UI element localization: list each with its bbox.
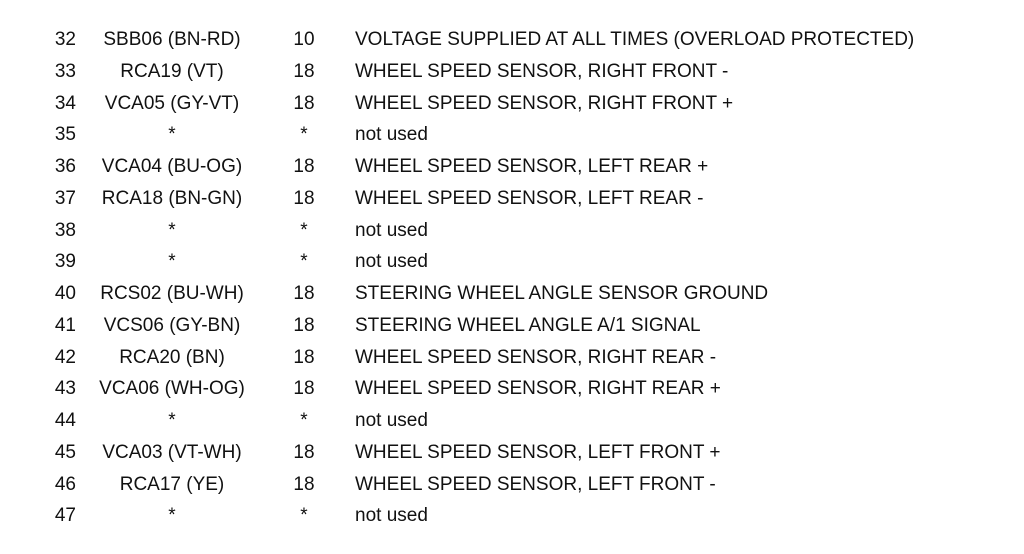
wire-gauge-cell: 18: [293, 60, 315, 82]
table-row: 35 * * not used: [0, 119, 1024, 151]
pin-number-cell: 37: [54, 187, 76, 209]
circuit-cell: SBB06 (BN-RD): [103, 29, 241, 50]
wire-gauge-cell: *: [300, 124, 308, 146]
circuit-cell: *: [168, 251, 176, 273]
connector-pinout-table: 32 SBB06 (BN-RD) 10 VOLTAGE SUPPLIED AT ALL…: [0, 24, 1024, 532]
pin-number-cell: 40: [54, 283, 76, 304]
table-row: 43 VCA06 (WH-OG) 18 WHEEL SPEED SENSOR, RIG…: [0, 373, 1024, 405]
wire-gauge-cell: 18: [293, 187, 315, 209]
wire-gauge-cell: *: [300, 410, 308, 431]
circuit-cell: VCA03 (VT-WH): [102, 441, 242, 463]
function-cell: VOLTAGE SUPPLIED AT ALL TIMES (OVERLOAD …: [355, 29, 915, 50]
circuit-cell: RCA18 (BN-GN): [101, 187, 243, 209]
circuit-cell: *: [168, 219, 176, 241]
pin-number-cell: 43: [54, 378, 76, 400]
pin-number-cell: 38: [54, 219, 76, 241]
table-row: 46 RCA17 (YE) 18 WHEEL SPEED SENSOR, LEFT F…: [0, 469, 1024, 501]
wire-gauge-cell: 18: [293, 283, 315, 304]
table-row: 34 VCA05 (GY-VT) 18 WHEEL SPEED SENSOR, RIG…: [0, 88, 1024, 120]
function-cell: STEERING WHEEL ANGLE A/1 SIGNAL: [355, 314, 701, 336]
function-cell: not used: [355, 505, 428, 527]
function-cell: WHEEL SPEED SENSOR, RIGHT REAR +: [355, 378, 721, 400]
function-cell: not used: [355, 410, 428, 431]
wire-gauge-cell: 18: [293, 92, 315, 114]
circuit-cell: RCA19 (VT): [120, 60, 224, 82]
function-cell: WHEEL SPEED SENSOR, RIGHT FRONT -: [355, 60, 729, 82]
circuit-cell: VCA04 (BU-OG): [101, 156, 243, 177]
pin-number-cell: 45: [54, 441, 76, 463]
function-cell: WHEEL SPEED SENSOR, RIGHT FRONT +: [355, 92, 734, 114]
circuit-cell: VCA05 (GY-VT): [104, 92, 240, 114]
pin-number-cell: 32: [54, 29, 76, 50]
wire-gauge-cell: 18: [293, 346, 315, 368]
pin-number-cell: 35: [54, 124, 76, 146]
pin-number-cell: 42: [54, 346, 76, 368]
function-cell: not used: [355, 251, 428, 273]
function-cell: WHEEL SPEED SENSOR, LEFT FRONT +: [355, 441, 721, 463]
wire-gauge-cell: 18: [293, 156, 315, 177]
circuit-cell: *: [168, 505, 176, 527]
table-row: 37 RCA18 (BN-GN) 18 WHEEL SPEED SENSOR, LEF…: [0, 183, 1024, 215]
table-row: 44 * * not used: [0, 405, 1024, 437]
function-cell: STEERING WHEEL ANGLE SENSOR GROUND: [355, 283, 769, 304]
table-row: 36 VCA04 (BU-OG) 18 WHEEL SPEED SENSOR, LEF…: [0, 151, 1024, 183]
table-row: 41 VCS06 (GY-BN) 18 STEERING WHEEL ANGLE A/…: [0, 310, 1024, 342]
function-cell: WHEEL SPEED SENSOR, LEFT FRONT -: [355, 473, 716, 495]
pin-number-cell: 34: [54, 92, 76, 114]
table-row: 47 * * not used: [0, 500, 1024, 532]
table-row: 38 * * not used: [0, 215, 1024, 247]
circuit-cell: *: [168, 124, 176, 146]
circuit-cell: VCS06 (GY-BN): [103, 314, 241, 336]
wire-gauge-cell: *: [300, 505, 308, 527]
function-cell: not used: [355, 124, 428, 146]
circuit-cell: *: [168, 410, 176, 431]
pin-number-cell: 41: [54, 314, 76, 336]
pin-number-cell: 46: [54, 473, 76, 495]
function-cell: WHEEL SPEED SENSOR, LEFT REAR +: [355, 156, 709, 177]
wire-gauge-cell: *: [300, 251, 308, 273]
circuit-cell: RCA17 (YE): [119, 473, 225, 495]
wire-gauge-cell: 18: [293, 378, 315, 400]
wire-gauge-cell: *: [300, 219, 308, 241]
circuit-cell: RCS02 (BU-WH): [100, 283, 244, 304]
function-cell: WHEEL SPEED SENSOR, RIGHT REAR -: [355, 346, 717, 368]
wire-gauge-cell: 18: [293, 473, 315, 495]
table-row: 33 RCA19 (VT) 18 WHEEL SPEED SENSOR, RIGHT …: [0, 56, 1024, 88]
table-row: 32 SBB06 (BN-RD) 10 VOLTAGE SUPPLIED AT ALL…: [0, 24, 1024, 56]
wire-gauge-cell: 18: [293, 441, 315, 463]
wire-gauge-cell: 10: [293, 29, 315, 50]
wire-gauge-cell: 18: [293, 314, 315, 336]
function-cell: WHEEL SPEED SENSOR, LEFT REAR -: [355, 187, 704, 209]
function-cell: not used: [355, 219, 428, 241]
pin-number-cell: 44: [54, 410, 76, 431]
pin-number-cell: 36: [54, 156, 76, 177]
circuit-cell: RCA20 (BN): [119, 346, 225, 368]
table-row: 39 * * not used: [0, 246, 1024, 278]
table-row: 42 RCA20 (BN) 18 WHEEL SPEED SENSOR, RIGHT …: [0, 342, 1024, 374]
pin-number-cell: 39: [54, 251, 76, 273]
table-row: 40 RCS02 (BU-WH) 18 STEERING WHEEL ANGLE SE…: [0, 278, 1024, 310]
pin-number-cell: 33: [54, 60, 76, 82]
pin-number-cell: 47: [54, 505, 76, 527]
circuit-cell: VCA06 (WH-OG): [99, 378, 245, 400]
table-row: 45 VCA03 (VT-WH) 18 WHEEL SPEED SENSOR, LEF…: [0, 437, 1024, 469]
